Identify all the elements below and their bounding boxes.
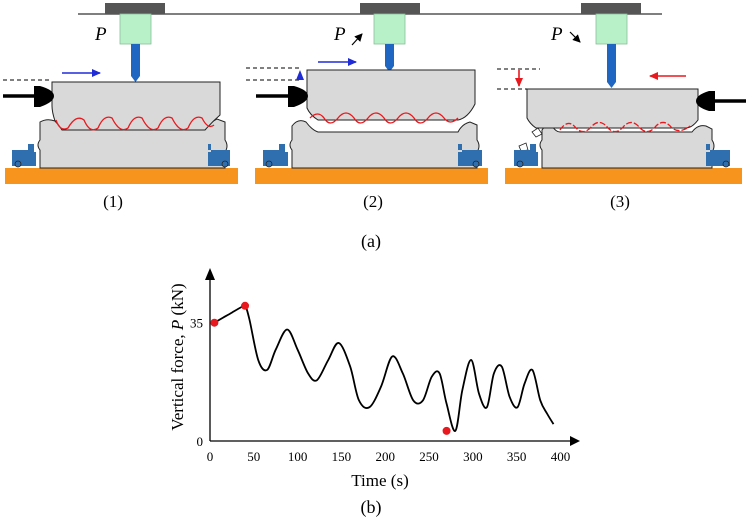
actuator-tip <box>607 82 616 88</box>
force-time-chart: 0 50 100 150 200 250 300 350 400 0 35 Time (s) Ve… <box>168 268 580 490</box>
x-tick-label: 300 <box>463 449 483 464</box>
force-trend-arrow <box>351 33 363 46</box>
data-marker <box>442 426 451 435</box>
debris-fragment <box>518 142 529 152</box>
x-tick-label: 0 <box>207 449 214 464</box>
actuator-cylinder <box>373 13 406 45</box>
bolt-right <box>706 144 730 166</box>
panel-label: (3) <box>610 192 630 211</box>
sawtooth-interface <box>55 116 215 131</box>
sawtooth-interface <box>309 112 459 124</box>
top-block <box>526 88 699 129</box>
data-markers <box>210 301 451 435</box>
top-block <box>51 81 221 131</box>
actuator-tip <box>385 66 394 72</box>
force-label: P <box>333 24 346 45</box>
bolt-left <box>12 144 36 166</box>
actuator-mount <box>581 3 641 14</box>
panel-label: (1) <box>103 192 123 211</box>
debris-fragment <box>531 127 543 138</box>
actuator-mount <box>360 3 420 14</box>
actuator-mount <box>105 3 165 14</box>
ground-base <box>255 168 488 184</box>
x-tick-label: 400 <box>551 449 571 464</box>
bolt-left <box>263 144 288 166</box>
top-block <box>306 69 476 121</box>
bolt-right <box>458 144 482 166</box>
actuator-cylinder <box>595 13 628 45</box>
actuator-tip <box>131 76 140 82</box>
actuator-rod <box>385 44 394 66</box>
bolt-right <box>208 144 230 166</box>
panel-label: (2) <box>363 192 383 211</box>
bottom-block <box>539 125 715 169</box>
uplift-arrow <box>296 70 304 80</box>
caption-b: (b) <box>361 497 382 518</box>
caption-a: (a) <box>361 231 381 252</box>
panel-3: P (3) <box>497 3 746 211</box>
series-line <box>213 304 555 432</box>
lateral-jack <box>696 91 715 111</box>
actuator-cylinder <box>119 13 152 45</box>
ground-base <box>505 168 742 184</box>
force-label: P <box>550 24 563 45</box>
x-axis-arrowhead <box>570 436 580 446</box>
bottom-block <box>289 120 480 169</box>
x-tick-label: 100 <box>288 449 308 464</box>
y-tick-label: 35 <box>190 316 203 331</box>
x-tick-labels: 0 50 100 150 200 250 300 350 400 <box>207 449 570 464</box>
panel-1: P (1) <box>3 3 238 211</box>
x-axis-title: Time (s) <box>351 471 408 490</box>
actuator-rod <box>607 44 616 82</box>
x-tick-label: 150 <box>332 449 352 464</box>
y-axis-title: Vertical force, P (kN) <box>168 283 187 430</box>
data-marker <box>210 318 219 327</box>
y-axis-arrowhead <box>205 268 215 280</box>
ground-base <box>5 168 238 184</box>
x-tick-label: 350 <box>507 449 527 464</box>
lateral-jack <box>288 86 308 107</box>
data-marker <box>241 301 250 310</box>
x-tick-label: 250 <box>419 449 439 464</box>
actuator-rod <box>131 44 140 76</box>
force-trend-arrow <box>569 31 581 43</box>
x-tick-label: 50 <box>247 449 260 464</box>
panel-2: P (2) <box>246 3 488 211</box>
y-tick-label: 0 <box>197 434 204 449</box>
lateral-jack <box>34 86 54 107</box>
x-tick-label: 200 <box>375 449 395 464</box>
force-label: P <box>94 24 107 45</box>
y-tick-labels: 0 35 <box>190 316 203 449</box>
bolt-left <box>514 144 538 166</box>
sawtooth-interface <box>559 121 691 133</box>
